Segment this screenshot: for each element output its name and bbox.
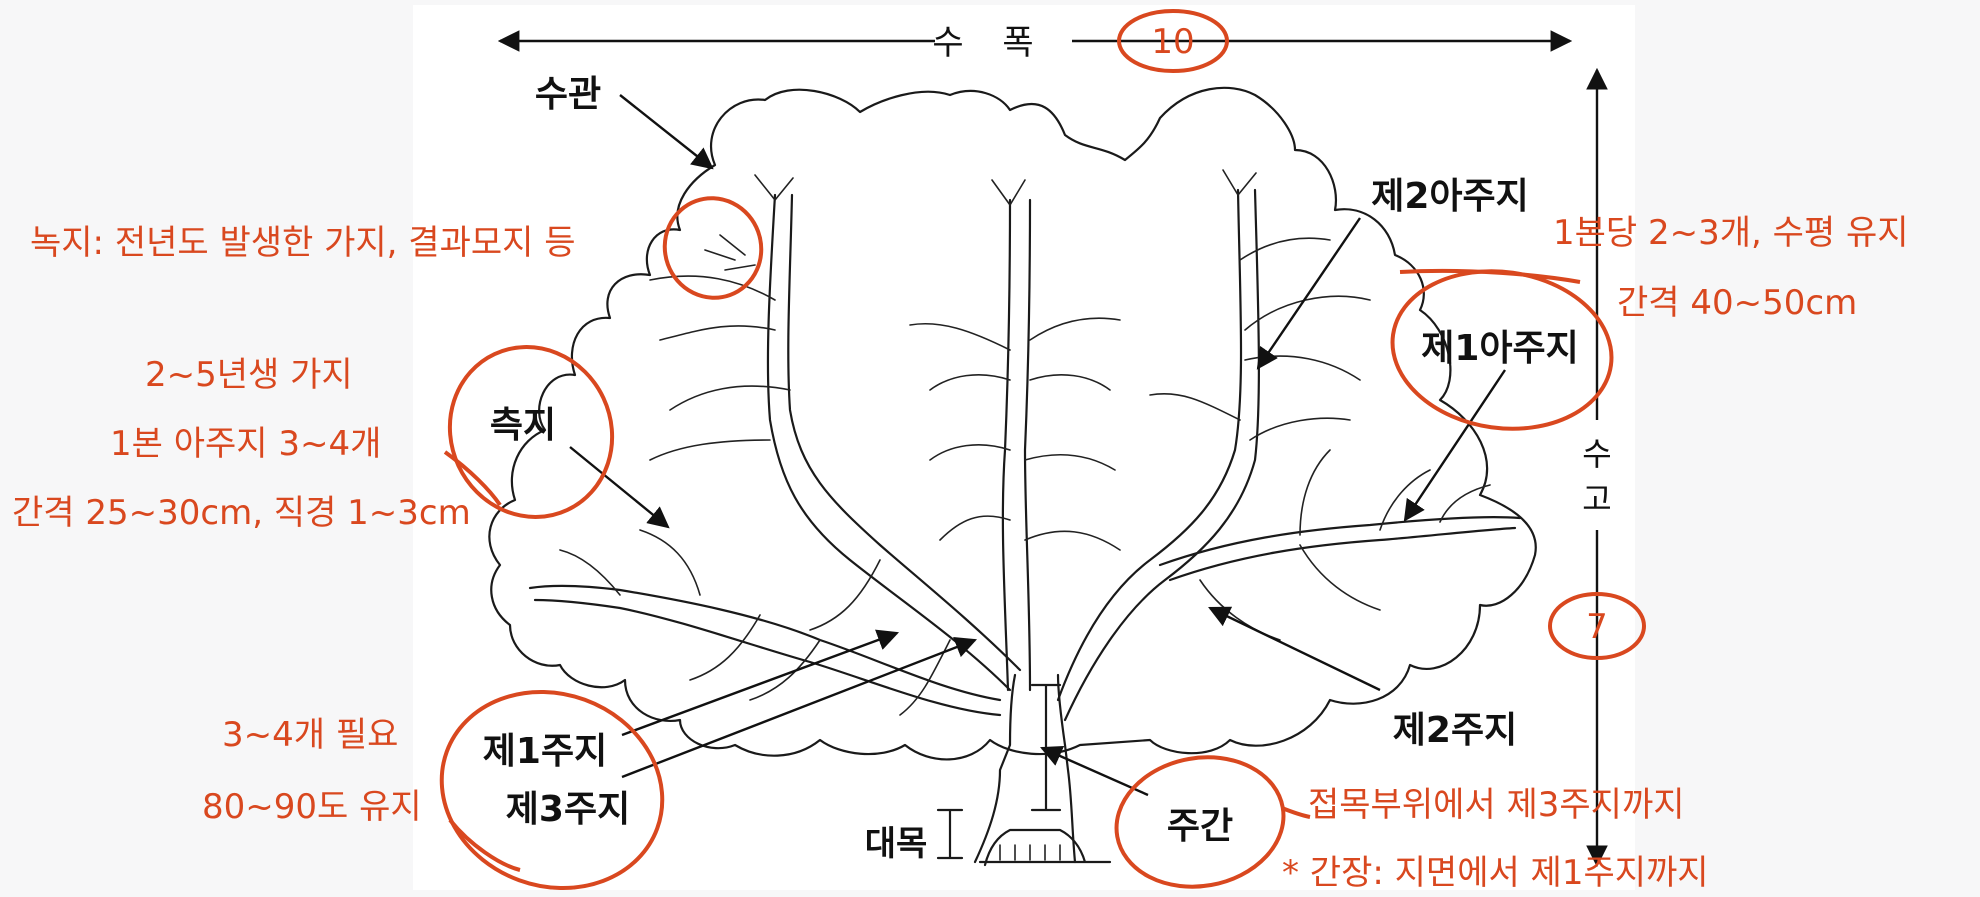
height-value: 7 bbox=[1586, 607, 1608, 647]
label-third-main-branch: 제3주지 bbox=[506, 789, 630, 830]
width-label-text: 수 폭 bbox=[932, 23, 1047, 63]
width-value: 10 bbox=[1151, 22, 1194, 62]
note-trunk-length: * 간장: 지면에서 제1주지까지 bbox=[1282, 853, 1709, 893]
label-lateral-branch: 측지 bbox=[490, 405, 556, 446]
note-green-shoot: 녹지: 전년도 발생한 가지, 결과모지 등 bbox=[30, 223, 576, 263]
height-label-bottom: 고 bbox=[1582, 480, 1611, 518]
height-value-circle bbox=[1548, 592, 1646, 660]
note-lateral-count: 1본 아주지 3~4개 bbox=[110, 424, 381, 464]
label-second-sub-branch: 제2아주지 bbox=[1371, 176, 1529, 217]
connector-sub-branch bbox=[1399, 268, 1581, 284]
green-shoot-circle bbox=[662, 196, 764, 300]
tree-skeleton bbox=[528, 169, 1522, 867]
label-first-sub-branch: 제1아주지 bbox=[1421, 328, 1579, 369]
note-main-branch-angle: 80~90도 유지 bbox=[202, 787, 422, 827]
main-branch-circle bbox=[439, 689, 665, 891]
note-sub-branch-spacing: 간격 40~50cm bbox=[1617, 283, 1857, 323]
label-trunk: 주간 bbox=[1167, 806, 1233, 847]
height-label-top: 수 bbox=[1582, 435, 1611, 473]
rootstock-span-marker bbox=[936, 808, 964, 860]
lateral-branch-circle bbox=[447, 345, 615, 519]
connector-main-branch bbox=[448, 818, 521, 872]
label-rootstock: 대목 bbox=[865, 824, 928, 864]
connector-trunk bbox=[1281, 806, 1311, 819]
label-first-main-branch: 제1주지 bbox=[483, 731, 607, 772]
diagram-panel bbox=[413, 5, 1635, 890]
label-crown: 수관 bbox=[535, 74, 601, 115]
label-second-main-branch: 제2주지 bbox=[1393, 710, 1517, 751]
note-trunk-range: 접목부위에서 제3주지까지 bbox=[1308, 785, 1685, 825]
note-main-branch-count: 3~4개 필요 bbox=[222, 715, 398, 755]
note-lateral-spacing: 간격 25~30cm, 직경 1~3cm bbox=[12, 493, 471, 533]
note-lateral-age: 2~5년생 가지 bbox=[145, 355, 353, 395]
connector-lateral bbox=[443, 450, 502, 507]
pointer-arrows bbox=[569, 94, 1506, 797]
width-value-circle bbox=[1117, 9, 1229, 73]
crown-outline bbox=[488, 86, 1537, 761]
note-sub-branch-count: 1본당 2~3개, 수평 유지 bbox=[1553, 213, 1909, 253]
